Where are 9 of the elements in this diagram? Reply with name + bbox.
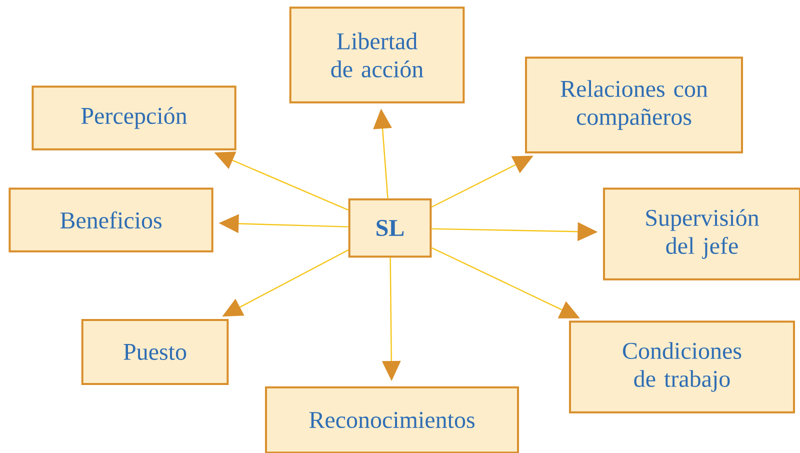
factor-box: Libertad de acción — [289, 6, 465, 104]
factor-box: Reconocimientos — [265, 386, 519, 453]
factor-box: Percepción — [32, 86, 236, 150]
factor-box: Puesto — [81, 319, 229, 385]
factor-box: Beneficios — [8, 188, 214, 252]
center-box: SL — [348, 198, 432, 258]
factor-box: Relaciones con compañeros — [525, 56, 743, 154]
factor-box: Supervisión del jefe — [603, 188, 800, 280]
factor-box: Condiciones de trabajo — [569, 320, 795, 414]
